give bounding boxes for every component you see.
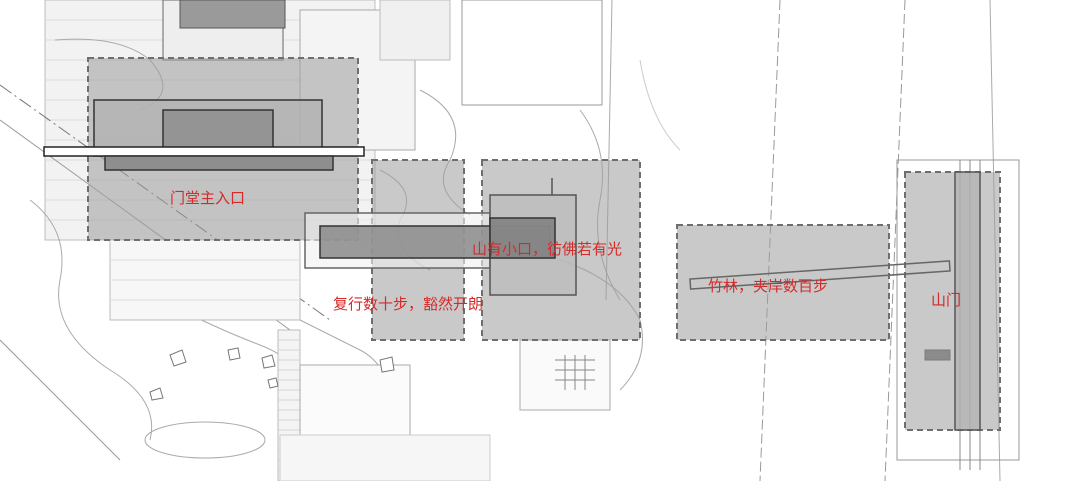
- rocks: [149, 347, 395, 401]
- garden-path-6: [29, 199, 153, 441]
- rock: [261, 354, 276, 369]
- site-wall-hatching: [110, 259, 300, 301]
- entrance-step: [104, 155, 334, 171]
- gate-volume: [954, 171, 981, 431]
- label-bamboo-grove: 竹林，夹岸数百步: [708, 277, 829, 295]
- rock: [379, 356, 395, 373]
- tall-block: [461, 0, 603, 106]
- rock: [149, 387, 164, 401]
- label-mountain-gate: 山门: [931, 291, 962, 309]
- entrance-canopy: [43, 146, 365, 157]
- rock: [267, 377, 279, 389]
- label-open-passage: 复行数十步，豁然开朗: [333, 295, 484, 313]
- label-small-opening: 山有小口，彷佛若有光: [472, 240, 623, 258]
- lower-courtyard-grid: [555, 355, 595, 390]
- building-masses: [43, 99, 981, 431]
- survey-line-2: [884, 0, 906, 481]
- garden-path-9: [639, 59, 681, 151]
- rock: [227, 347, 241, 361]
- building-top-inner: [179, 0, 286, 29]
- diagonal-boundary-3: [0, 339, 121, 461]
- bottom-edge-band: [279, 434, 491, 481]
- garden-pond: [144, 421, 266, 459]
- gate-frame: [896, 159, 1020, 461]
- label-entrance-hall: 门堂主入口: [170, 189, 246, 207]
- lower-terrace: [299, 364, 411, 436]
- plan-linework: [0, 0, 1020, 481]
- rock: [169, 349, 187, 367]
- zone-mountain-gate: [904, 171, 1001, 431]
- stair-block: [379, 0, 451, 61]
- opening-volume-inner: [489, 217, 556, 259]
- bamboo-path: [689, 260, 951, 290]
